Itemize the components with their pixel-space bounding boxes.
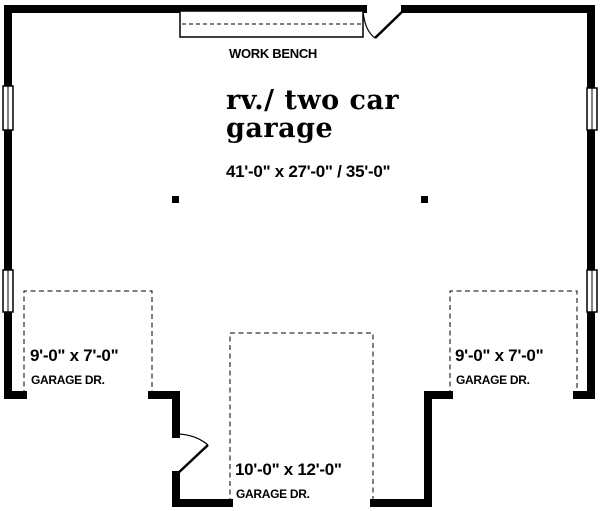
room-title-line2: garage: [226, 113, 334, 144]
top-wall-left: [4, 5, 367, 399]
window-left-upper: [2, 85, 14, 131]
window-right-lower: [586, 269, 598, 313]
garage-door-left-outline: [23, 290, 153, 395]
left-step-wall: [148, 391, 180, 438]
garage-door-right-outline: [449, 290, 578, 395]
garage-door-right-size: 9'-0" x 7'-0": [455, 346, 544, 365]
window-right-upper: [586, 87, 598, 131]
top-entry-door: [362, 8, 406, 39]
garage-door-center-outline: [229, 332, 374, 503]
walls: [4, 5, 595, 507]
garage-door-right-type: GARAGE DR.: [456, 373, 530, 387]
garage-door-left-size: 9'-0" x 7'-0": [30, 346, 119, 365]
workbench-label: WORK BENCH: [229, 46, 317, 61]
garage-door-center-type: GARAGE DR.: [236, 487, 310, 501]
room-title-line1: rv./ two car: [226, 85, 400, 116]
side-entry-door: [175, 433, 209, 476]
garage-door-left-type: GARAGE DR.: [31, 373, 105, 387]
post-left: [172, 196, 179, 203]
garage-door-center-size: 10'-0" x 12'-0": [235, 460, 342, 479]
work-bench: [179, 10, 364, 38]
room-dimensions: 41'-0" x 27'-0" / 35'-0": [226, 162, 391, 181]
top-wall-right: [401, 5, 595, 399]
window-left-lower: [2, 269, 14, 313]
post-right: [421, 196, 428, 203]
left-lower-wall: [172, 471, 233, 507]
right-step-wall: [370, 391, 453, 507]
